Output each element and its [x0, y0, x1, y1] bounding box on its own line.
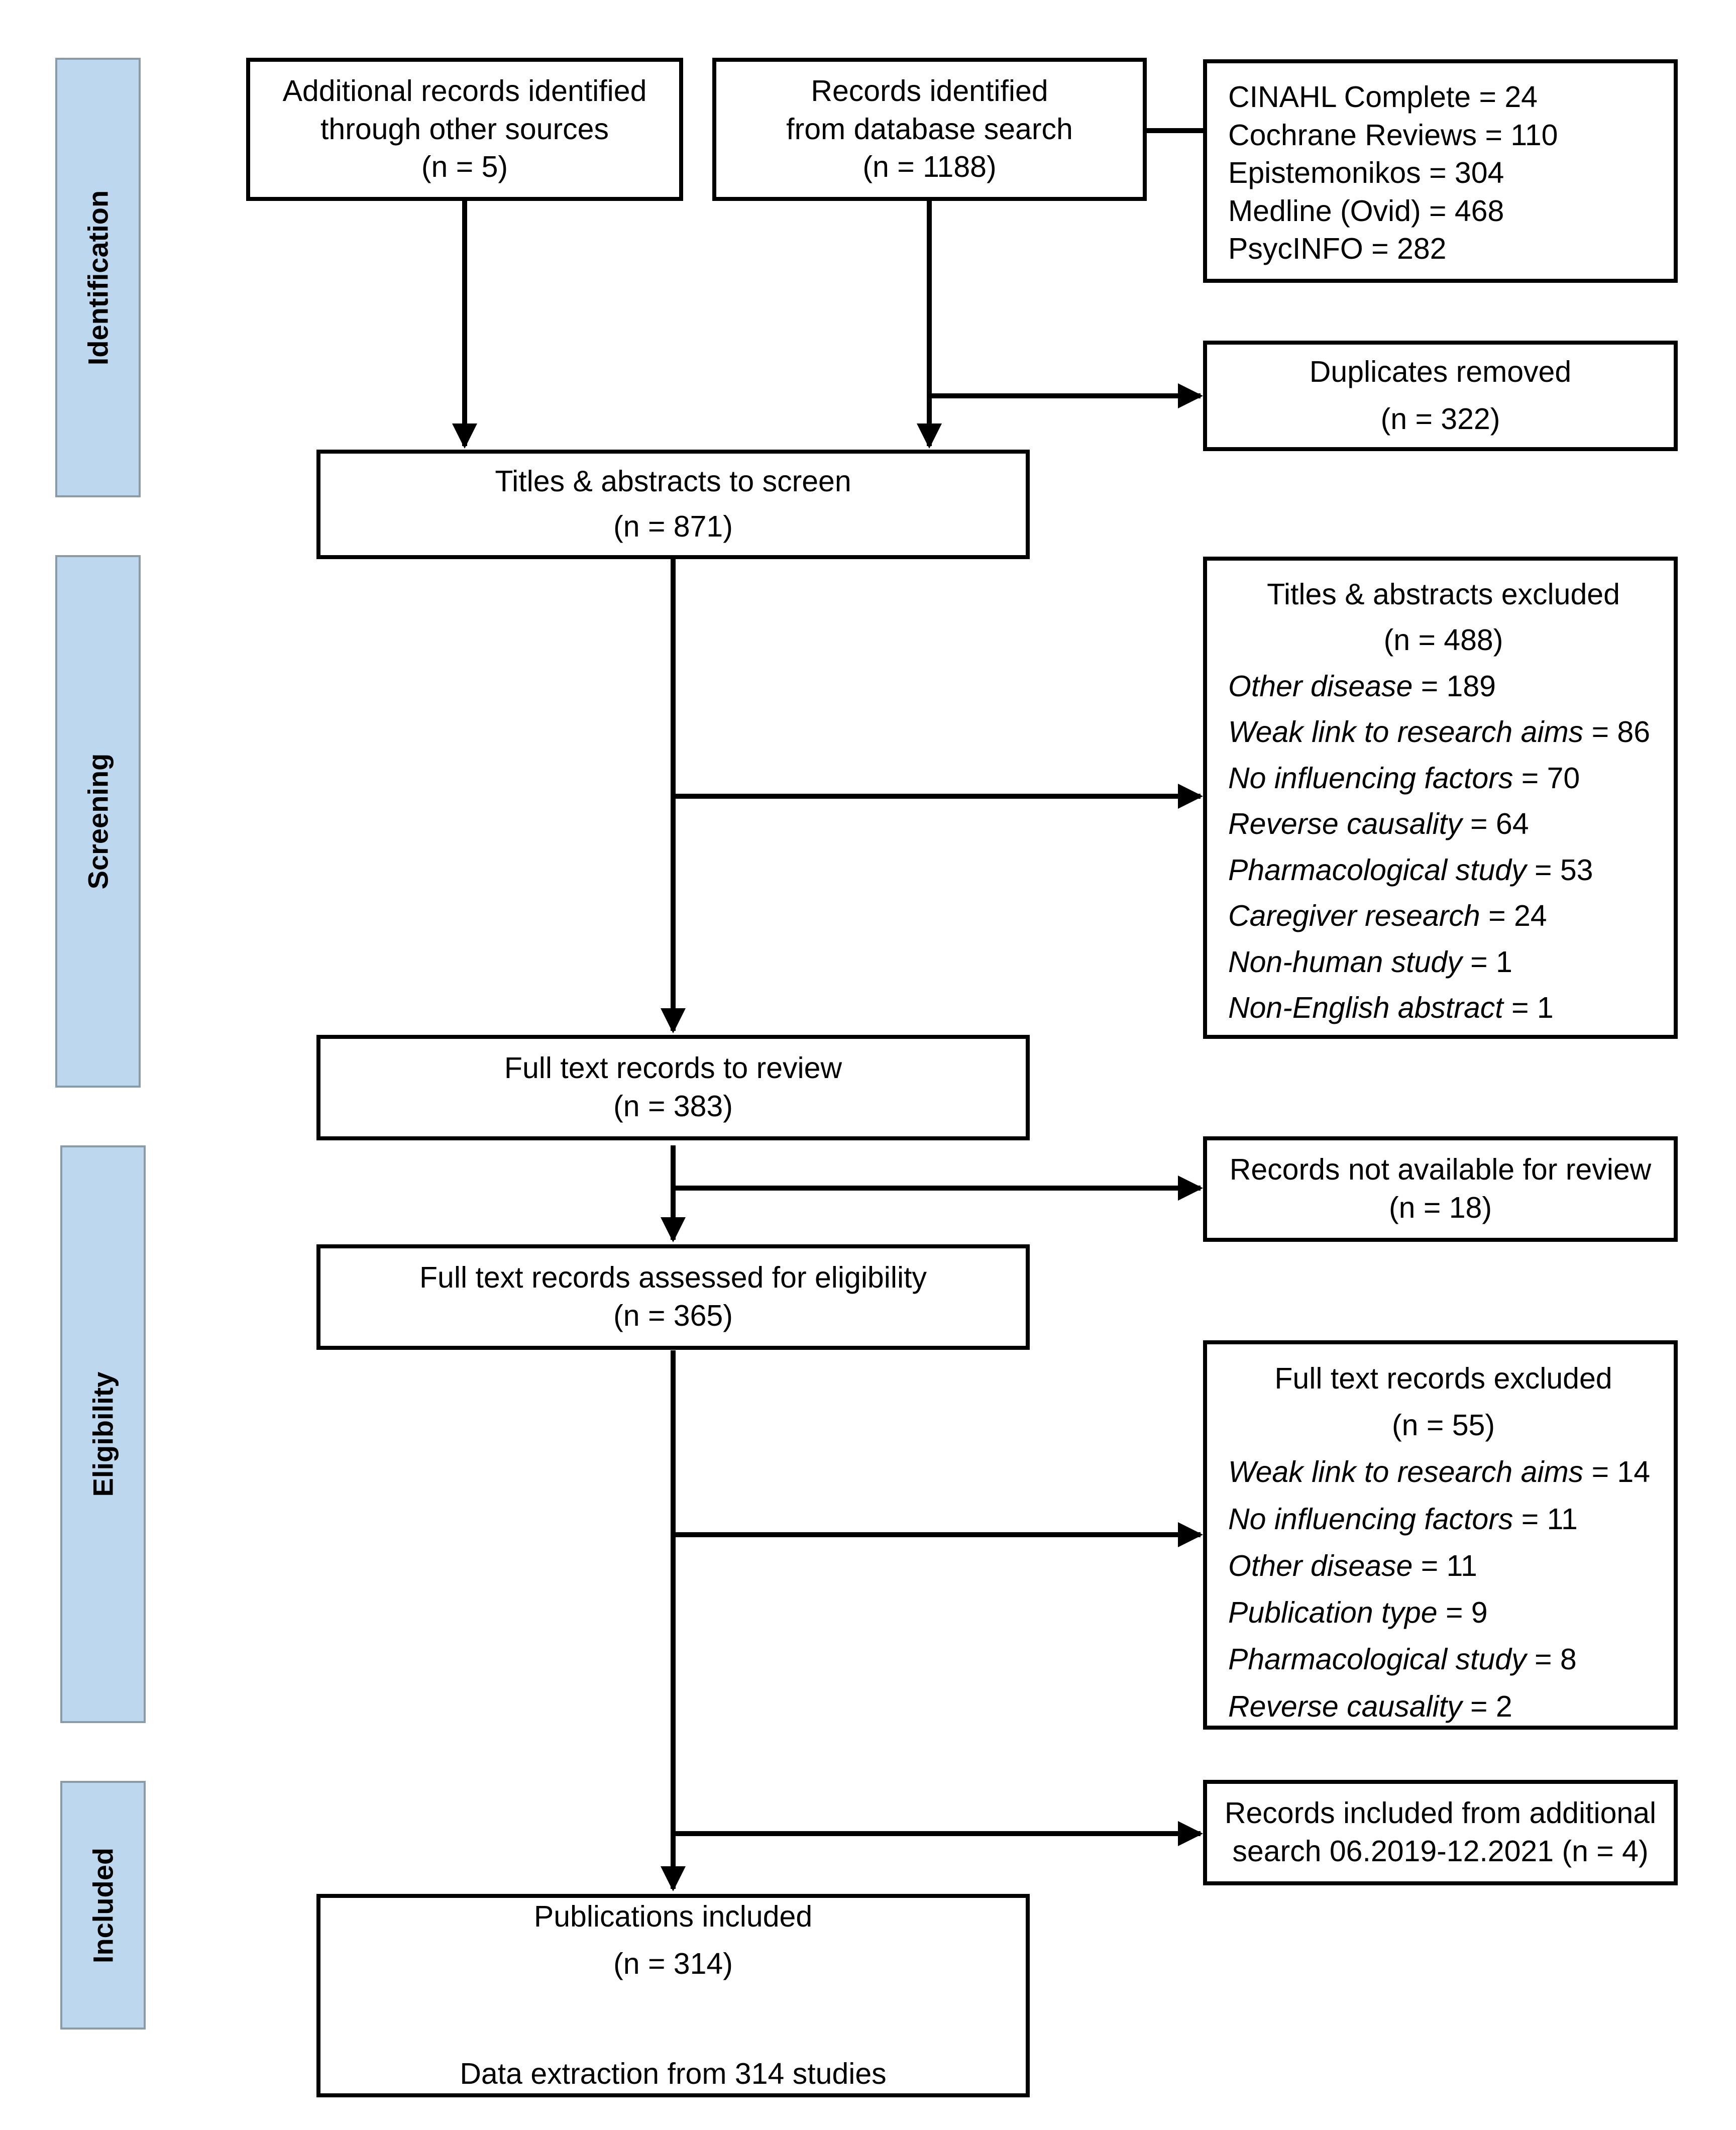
screen-label: Titles & abstracts to screen — [495, 465, 851, 498]
box-records-not-available: Records not available for review (n = 18… — [1203, 1136, 1678, 1242]
box-duplicates-removed: Duplicates removed (n = 322) — [1203, 341, 1678, 451]
not-available-label: Records not available for review — [1229, 1153, 1652, 1187]
database-list-item: Cochrane Reviews = 110 — [1228, 118, 1558, 152]
ta-excluded-item: Non-human study = 1 — [1228, 945, 1512, 979]
additional-line-2: through other sources — [320, 112, 609, 146]
additional-search-line-2: search 06.2019-12.2021 (n = 4) — [1232, 1835, 1649, 1868]
box-full-text-excluded: Full text records excluded (n = 55) Weak… — [1203, 1340, 1678, 1730]
ft-excluded-item: Other disease = 11 — [1228, 1549, 1477, 1582]
database-list-item: CINAHL Complete = 24 — [1228, 80, 1538, 114]
ft-excluded-item: Weak link to research aims = 14 — [1228, 1455, 1651, 1489]
phase-screening: Screening — [55, 555, 141, 1088]
ta-excluded-item: No influencing factors = 70 — [1228, 761, 1580, 795]
database-list-item: PsycINFO = 282 — [1228, 232, 1447, 266]
ta-excluded-item: Weak link to research aims = 86 — [1228, 715, 1651, 749]
ft-excluded-item: Reverse causality = 2 — [1228, 1689, 1512, 1723]
ft-excluded-title: Full text records excluded — [1274, 1362, 1612, 1395]
box-additional-search-included: Records included from additional search … — [1203, 1780, 1678, 1885]
ta-excluded-count: (n = 488) — [1383, 623, 1503, 657]
database-count: (n = 1188) — [862, 150, 997, 184]
ta-excluded-item: Non-English abstract = 1 — [1228, 991, 1554, 1024]
additional-line-1: Additional records identified — [282, 74, 647, 108]
box-database-list: CINAHL Complete = 24 Cochrane Reviews = … — [1203, 59, 1678, 283]
ta-excluded-title: Titles & abstracts excluded — [1267, 578, 1620, 611]
fulltext-review-count: (n = 383) — [613, 1090, 733, 1123]
phase-eligibility: Eligibility — [60, 1145, 146, 1723]
box-database-search: Records identified from database search … — [712, 58, 1147, 201]
phase-identification: Identification — [55, 58, 141, 497]
ta-excluded-item: Reverse causality = 64 — [1228, 807, 1529, 841]
included-count: (n = 314) — [613, 1947, 733, 1980]
box-publications-included: Publications included (n = 314) Data ext… — [316, 1894, 1030, 2097]
database-line-1: Records identified — [811, 74, 1048, 108]
ft-excluded-count: (n = 55) — [1392, 1409, 1495, 1442]
box-titles-abstracts-excluded: Titles & abstracts excluded (n = 488) Ot… — [1203, 557, 1678, 1039]
fulltext-review-label: Full text records to review — [504, 1051, 842, 1085]
assessed-count: (n = 365) — [613, 1299, 733, 1332]
box-full-text-review: Full text records to review (n = 383) — [316, 1035, 1030, 1140]
ft-excluded-item: No influencing factors = 11 — [1228, 1502, 1578, 1536]
ta-excluded-item: Pharmacological study = 53 — [1228, 853, 1593, 887]
box-full-text-assessed: Full text records assessed for eligibili… — [316, 1244, 1030, 1350]
ta-excluded-item: Caregiver research = 24 — [1228, 899, 1547, 933]
duplicates-count: (n = 322) — [1380, 402, 1500, 436]
screen-count: (n = 871) — [613, 510, 733, 543]
ta-excluded-item: Other disease = 189 — [1228, 669, 1496, 703]
additional-search-line-1: Records included from additional — [1224, 1796, 1657, 1830]
ft-excluded-item: Publication type = 9 — [1228, 1596, 1488, 1630]
ft-excluded-item: Pharmacological study = 8 — [1228, 1643, 1577, 1676]
phase-included: Included — [60, 1781, 146, 2030]
database-line-2: from database search — [786, 112, 1073, 146]
not-available-count: (n = 18) — [1389, 1191, 1492, 1224]
data-extraction-text: Data extraction from 314 studies — [460, 2057, 887, 2091]
included-label: Publications included — [533, 1900, 813, 1933]
database-list-item: Epistemonikos = 304 — [1228, 156, 1504, 190]
box-titles-abstracts-screen: Titles & abstracts to screen (n = 871) — [316, 450, 1030, 559]
assessed-label: Full text records assessed for eligibili… — [419, 1261, 927, 1295]
database-list-item: Medline (Ovid) = 468 — [1228, 194, 1504, 228]
box-additional-records: Additional records identified through ot… — [246, 58, 683, 201]
duplicates-label: Duplicates removed — [1309, 355, 1572, 389]
additional-count: (n = 5) — [421, 150, 508, 184]
